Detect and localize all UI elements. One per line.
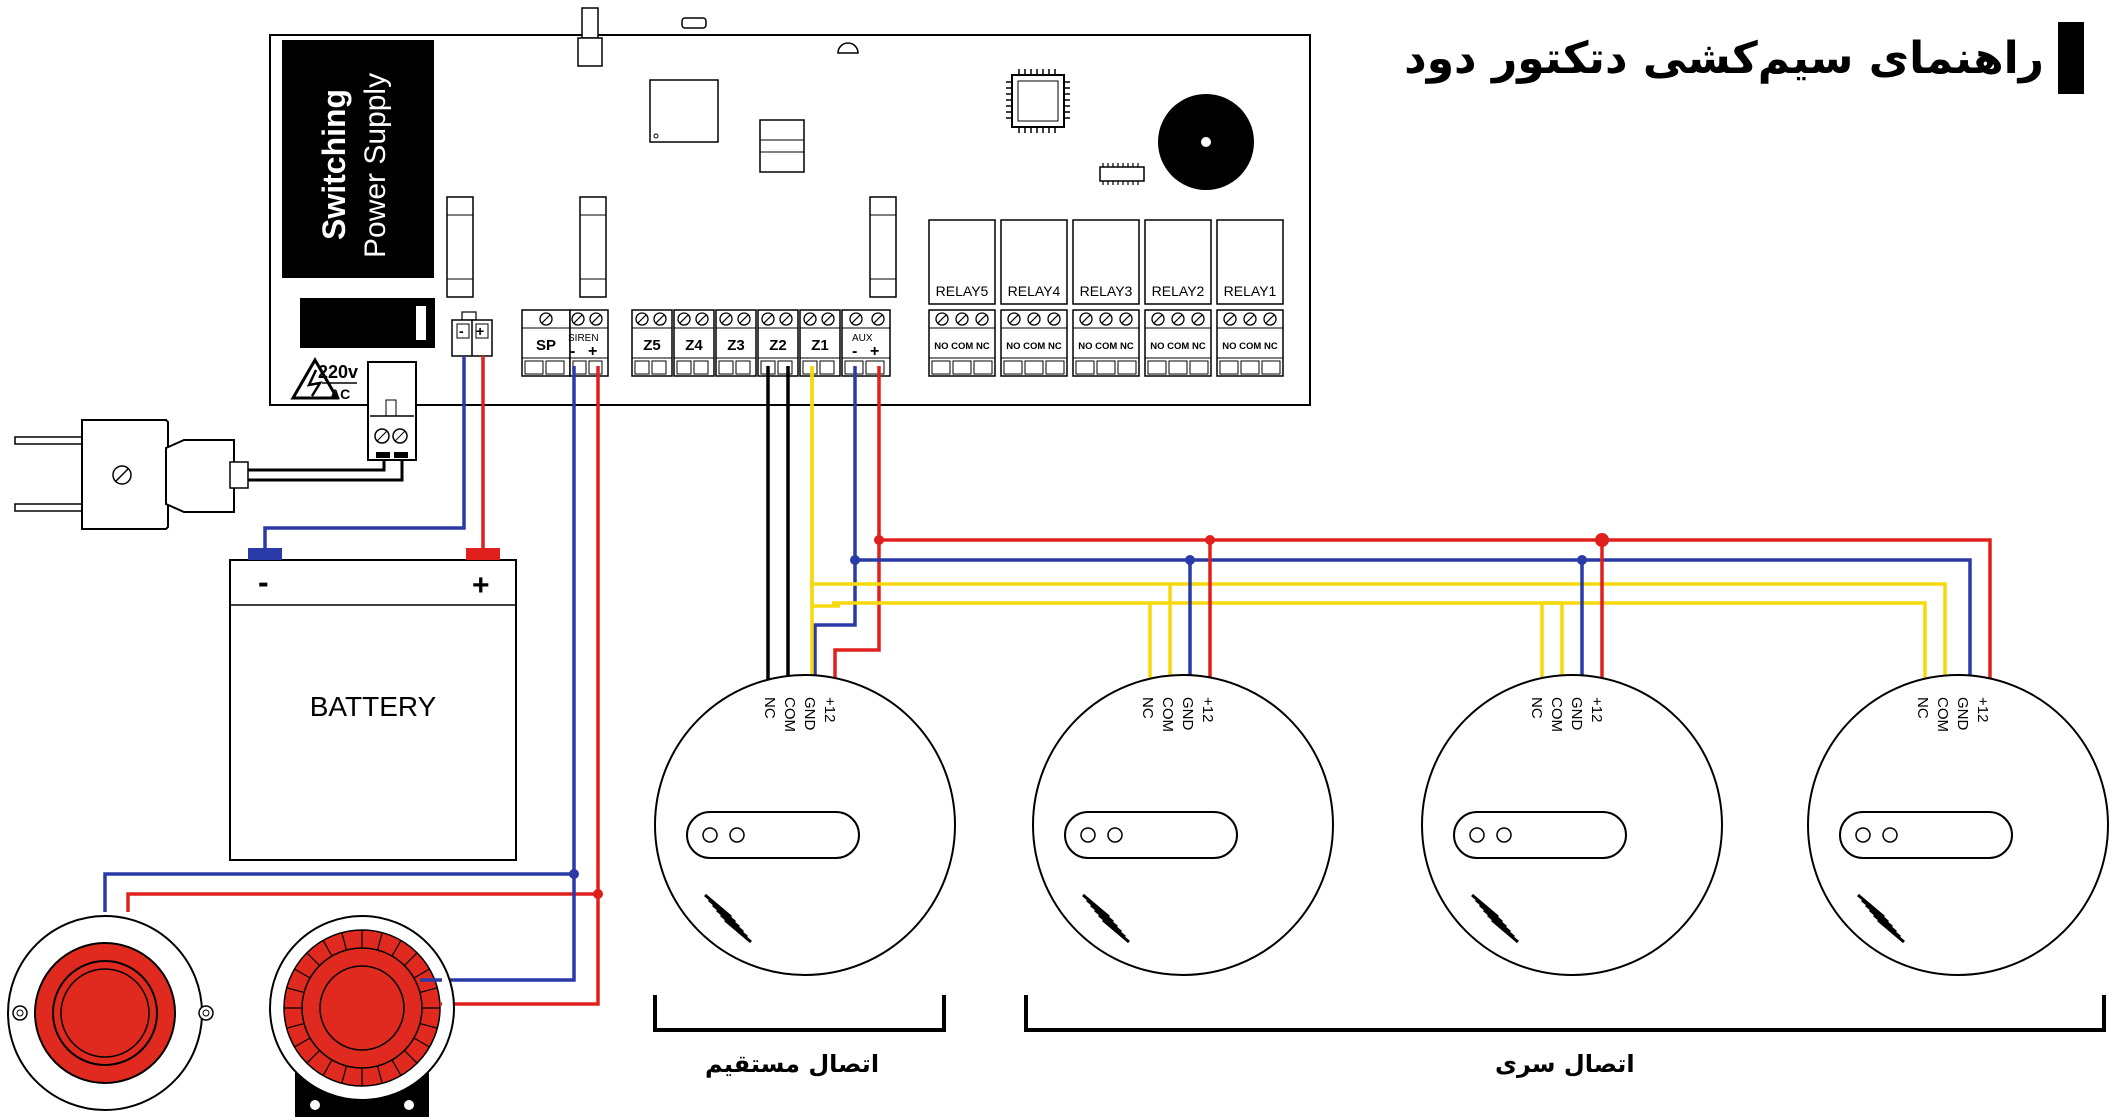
caption-direct: اتصال مستقیم bbox=[705, 1050, 880, 1078]
power-switch bbox=[300, 298, 435, 348]
psu-label-1: Switching bbox=[316, 89, 352, 240]
aux-label: AUX bbox=[852, 333, 873, 344]
detector-pin-label: +12 bbox=[1588, 697, 1605, 722]
relay-contacts: NO COM NC bbox=[934, 341, 990, 352]
detector-pin-label: NC bbox=[761, 697, 778, 719]
terminal-label: Z1 bbox=[811, 337, 829, 354]
mains-plug bbox=[14, 419, 249, 530]
terminal-block: Z4 bbox=[673, 309, 715, 377]
control-panel: Switching Power Supply 220v AC bbox=[269, 7, 1311, 406]
terminal-label: Z4 bbox=[685, 337, 703, 354]
wires bbox=[103, 356, 881, 1006]
mains-voltage: 220v bbox=[318, 362, 358, 382]
small-chip bbox=[1099, 163, 1145, 185]
caption-series: اتصال سری bbox=[1495, 1050, 1635, 1078]
terminal-block: Z5 bbox=[631, 309, 673, 377]
siren-horn bbox=[269, 915, 455, 1117]
detector-pin-label: COM bbox=[781, 697, 798, 732]
relay: RELAY3 NO COM NC bbox=[1072, 219, 1140, 377]
detector-pin-label: GND bbox=[801, 697, 818, 731]
battery: - + BATTERY bbox=[229, 548, 517, 861]
title-block: راهنمای سیم‌کشی دتکتور دود bbox=[1404, 22, 2084, 94]
terminal-block bbox=[841, 309, 891, 377]
battery-label: BATTERY bbox=[310, 691, 437, 722]
dc-terminal: - + bbox=[451, 311, 493, 357]
battery-pos: + bbox=[472, 569, 490, 602]
relay-contacts: NO COM NC bbox=[1150, 341, 1206, 352]
relay: RELAY1 NO COM NC bbox=[1216, 219, 1284, 377]
bracket-series bbox=[1024, 995, 2106, 1032]
terminal-label: Z3 bbox=[727, 337, 745, 354]
detector-pin-label: GND bbox=[1568, 697, 1585, 731]
terminal-label: SP bbox=[536, 337, 556, 354]
dc-pos: + bbox=[476, 323, 484, 339]
detector-pin-label: NC bbox=[1139, 697, 1156, 719]
terminal-strip: SP Z5 Z4 Z3 Z2 Z1 bbox=[521, 309, 891, 377]
relay-label: RELAY1 bbox=[1224, 283, 1277, 299]
battery-neg: - bbox=[258, 564, 269, 600]
relay-label: RELAY2 bbox=[1152, 283, 1205, 299]
title-bar bbox=[2058, 22, 2084, 94]
terminal-label: Z5 bbox=[643, 337, 661, 354]
siren-pos: + bbox=[588, 343, 597, 360]
siren-neg: - bbox=[570, 343, 575, 360]
microcontroller-chip bbox=[1006, 69, 1070, 133]
relay: RELAY4 NO COM NC bbox=[1000, 219, 1068, 377]
relay-contacts: NO COM NC bbox=[1222, 341, 1278, 352]
terminal-block: SP bbox=[521, 309, 571, 377]
terminal-block: Z1 bbox=[799, 309, 841, 377]
detector-pin-label: COM bbox=[1934, 697, 1951, 732]
mains-terminal bbox=[367, 361, 417, 461]
detector-pin-label: +12 bbox=[821, 697, 838, 722]
relay-label: RELAY4 bbox=[1008, 283, 1061, 299]
relay-label: RELAY3 bbox=[1080, 283, 1133, 299]
dc-neg: - bbox=[459, 323, 464, 339]
detector-pin-label: +12 bbox=[1199, 697, 1216, 722]
page-title: راهنمای سیم‌کشی دتکتور دود bbox=[1404, 32, 2044, 84]
mains-type: AC bbox=[330, 386, 350, 402]
detector-pin-label: NC bbox=[1914, 697, 1931, 719]
detector-pin-label: GND bbox=[1179, 697, 1196, 731]
relay-contacts: NO COM NC bbox=[1006, 341, 1062, 352]
bracket-direct bbox=[653, 995, 946, 1032]
detector-pin-label: COM bbox=[1159, 697, 1176, 732]
aux-pos: + bbox=[870, 343, 879, 360]
detector-pin-label: COM bbox=[1548, 697, 1565, 732]
detector-pin-label: NC bbox=[1528, 697, 1545, 719]
relay-contacts: NO COM NC bbox=[1078, 341, 1134, 352]
siren-label: SIREN bbox=[568, 333, 599, 344]
bus-wires bbox=[810, 366, 1992, 690]
terminal-block: Z2 bbox=[757, 309, 799, 377]
terminal-label: Z2 bbox=[769, 337, 787, 354]
high-voltage-icon bbox=[290, 357, 340, 400]
relay-label: RELAY5 bbox=[936, 283, 989, 299]
relay: RELAY2 NO COM NC bbox=[1144, 219, 1212, 377]
terminal-block: Z3 bbox=[715, 309, 757, 377]
junction-dots bbox=[569, 533, 1609, 899]
relay-group: RELAY5 NO COM NC RELAY4 NO COM NC RELAY3 NO C… bbox=[928, 219, 1284, 377]
siren-flat bbox=[7, 915, 214, 1111]
psu-label-2: Power Supply bbox=[359, 73, 392, 258]
detector-pin-label: +12 bbox=[1974, 697, 1991, 722]
detector-pin-label: GND bbox=[1954, 697, 1971, 731]
aux-neg: - bbox=[852, 343, 857, 360]
relay: RELAY5 NO COM NC bbox=[928, 219, 996, 377]
